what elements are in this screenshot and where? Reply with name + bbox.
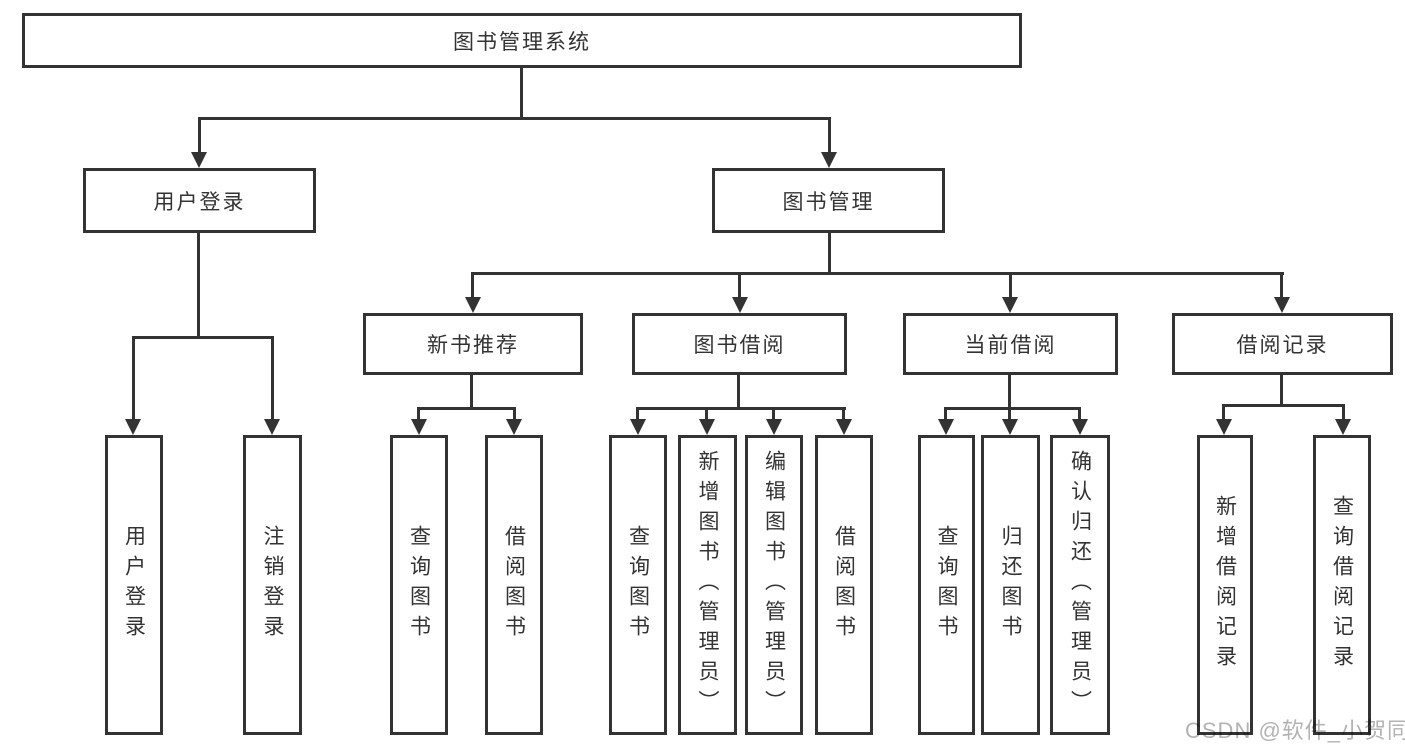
- connector-to-leaf: [772, 407, 775, 421]
- leaf-recommend-borrow-books: 借阅图书: [485, 435, 543, 735]
- connector-to-leaf-user-login: [132, 336, 135, 420]
- leaf-add-books-admin: 新增图书（管理员）: [678, 435, 737, 735]
- leaf-borrowing-query-books: 查询图书: [609, 435, 667, 735]
- leaf-return-books-label: 归还图书: [999, 525, 1022, 645]
- arrow-down-icon: [938, 419, 954, 435]
- leaf-add-borrow-record: 新增借阅记录: [1197, 435, 1253, 735]
- leaf-logout-label: 注销登录: [261, 525, 284, 645]
- leaf-recommend-borrow-books-label: 借阅图书: [502, 525, 526, 645]
- arrow-down-icon: [191, 152, 207, 168]
- connector-to-leaf: [1222, 404, 1225, 421]
- arrow-down-icon: [465, 297, 481, 313]
- leaf-return-books: 归还图书: [981, 435, 1040, 735]
- connector-to-leaf: [944, 407, 947, 421]
- arrow-down-icon: [411, 419, 427, 435]
- arrow-down-icon: [1002, 297, 1018, 313]
- connector-current-drop: [1008, 375, 1011, 409]
- leaf-edit-books-admin: 编辑图书（管理员）: [745, 435, 803, 735]
- leaf-user-login: 用户登录: [105, 435, 163, 735]
- connector-current-rail: [944, 407, 1081, 410]
- node-current-borrowing: 当前借阅: [903, 313, 1118, 375]
- arrow-down-icon: [125, 419, 141, 435]
- node-user-login-label: 用户登录: [153, 190, 246, 214]
- connector-to-book-borrowing: [738, 272, 741, 299]
- connector-to-leaf: [636, 407, 639, 421]
- node-root-label: 图书管理系统: [453, 30, 591, 54]
- node-book-management-label: 图书管理: [782, 190, 875, 214]
- arrow-down-icon: [732, 297, 748, 313]
- leaf-add-borrow-record-label: 新增借阅记录: [1213, 495, 1237, 675]
- connector-to-leaf: [513, 407, 516, 421]
- arrow-down-icon: [821, 152, 837, 168]
- arrow-down-icon: [1335, 419, 1351, 435]
- connector-to-leaf: [705, 407, 708, 421]
- arrow-down-icon: [836, 419, 852, 435]
- connector-user-login-rail: [132, 336, 274, 339]
- connector-book-management-drop: [828, 233, 831, 274]
- arrow-down-icon: [264, 419, 280, 435]
- connector-to-leaf: [1008, 407, 1011, 421]
- connector-to-new-book-recommend: [471, 272, 474, 299]
- leaf-logout: 注销登录: [243, 435, 302, 735]
- leaf-user-login-label: 用户登录: [122, 525, 146, 645]
- arrow-down-icon: [699, 419, 715, 435]
- connector-recommend-drop: [470, 375, 473, 409]
- connector-to-book-management: [828, 117, 831, 154]
- node-book-management: 图书管理: [712, 168, 945, 233]
- connector-to-current-borrowing: [1009, 272, 1012, 299]
- node-borrow-records: 借阅记录: [1172, 313, 1393, 375]
- node-root-book-management-system: 图书管理系统: [22, 13, 1022, 68]
- node-user-login: 用户登录: [83, 168, 316, 233]
- leaf-add-books-admin-label: 新增图书（管理员）: [696, 450, 719, 720]
- connector-level2-rail: [198, 117, 830, 120]
- node-new-book-recommend-label: 新书推荐: [427, 334, 519, 357]
- arrow-down-icon: [766, 419, 782, 435]
- connector-to-leaf: [1342, 404, 1345, 421]
- connector-borrowing-drop: [737, 375, 740, 409]
- connector-to-leaf-logout: [271, 336, 274, 420]
- leaf-edit-books-admin-label: 编辑图书（管理员）: [762, 450, 786, 720]
- leaf-borrowing-query-books-label: 查询图书: [626, 525, 650, 645]
- connector-to-leaf: [842, 407, 845, 421]
- connector-root-drop: [520, 68, 523, 120]
- leaf-recommend-query-books-label: 查询图书: [407, 525, 431, 645]
- connector-records-drop: [1280, 375, 1283, 406]
- connector-records-rail: [1222, 404, 1345, 407]
- arrow-down-icon: [1216, 419, 1232, 435]
- connector-to-borrow-records: [1280, 272, 1283, 299]
- connector-borrowing-rail: [636, 407, 846, 410]
- leaf-current-query-books: 查询图书: [918, 435, 975, 735]
- connector-user-login-drop: [197, 233, 200, 338]
- connector-to-leaf: [1078, 407, 1081, 421]
- node-book-borrowing-label: 图书借阅: [693, 334, 786, 357]
- leaf-recommend-query-books: 查询图书: [390, 435, 448, 735]
- node-book-borrowing: 图书借阅: [632, 313, 847, 375]
- node-current-borrowing-label: 当前借阅: [964, 334, 1057, 357]
- node-new-book-recommend: 新书推荐: [363, 313, 583, 375]
- leaf-confirm-return-admin-label: 确认归还（管理员）: [1068, 450, 1092, 720]
- connector-to-user-login: [198, 117, 201, 154]
- arrow-down-icon: [630, 419, 646, 435]
- arrow-down-icon: [1274, 297, 1290, 313]
- connector-level3-rail: [471, 272, 1284, 275]
- leaf-borrowing-borrow-books-label: 借阅图书: [832, 525, 856, 645]
- leaf-borrowing-borrow-books: 借阅图书: [815, 435, 873, 735]
- arrow-down-icon: [1002, 419, 1018, 435]
- csdn-watermark: CSDN @软件_小贺同学: [1185, 718, 1405, 743]
- leaf-query-borrow-record: 查询借阅记录: [1313, 435, 1371, 735]
- arrow-down-icon: [1072, 419, 1088, 435]
- arrow-down-icon: [506, 419, 522, 435]
- connector-recommend-rail: [417, 407, 516, 410]
- leaf-query-borrow-record-label: 查询借阅记录: [1330, 495, 1354, 675]
- leaf-confirm-return-admin: 确认归还（管理员）: [1050, 435, 1110, 735]
- leaf-current-query-books-label: 查询图书: [935, 525, 958, 645]
- connector-to-leaf: [417, 407, 420, 421]
- node-borrow-records-label: 借阅记录: [1236, 334, 1329, 357]
